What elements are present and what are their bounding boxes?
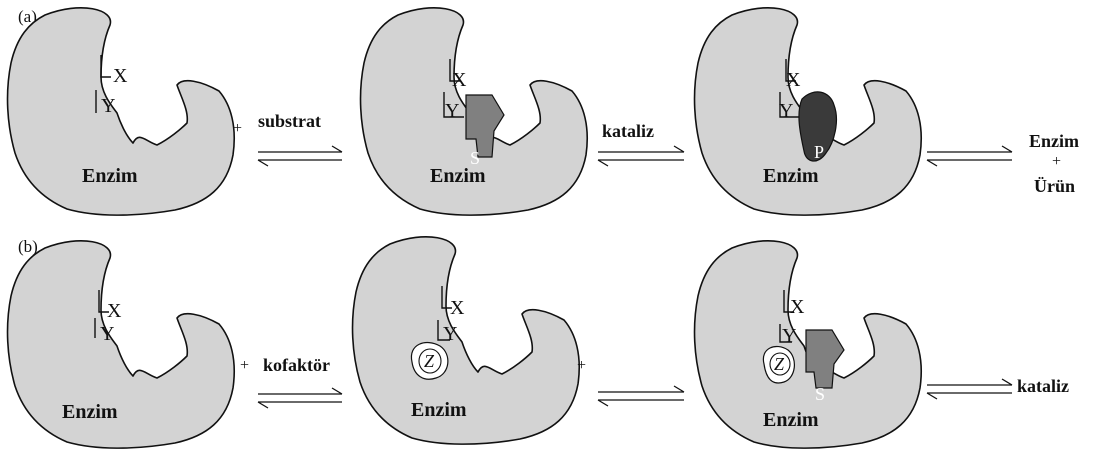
catalysis-label: kataliz: [1017, 376, 1069, 396]
equilibrium-arrow: [598, 386, 684, 406]
result-product-label: Ürün: [1034, 176, 1075, 196]
cofactor-symbol: Z: [424, 351, 435, 371]
cofactor-label: kofaktör: [263, 355, 330, 375]
enzyme-label: Enzim: [411, 399, 467, 421]
plus-sign: +: [233, 120, 242, 137]
group-y-label: Y: [100, 323, 114, 345]
group-x-label: X: [450, 297, 465, 319]
substrate-symbol: S: [815, 384, 825, 404]
result-enzyme-label: Enzim: [1029, 131, 1079, 151]
catalysis-label: kataliz: [602, 121, 654, 141]
equilibrium-arrow: [598, 146, 684, 166]
group-y-label: Y: [782, 325, 796, 347]
group-x-label: X: [107, 300, 122, 322]
panel-label-b: (b): [18, 237, 38, 256]
group-x-label: X: [113, 65, 128, 87]
cofactor-symbol: Z: [774, 354, 785, 374]
group-x-label: X: [790, 296, 805, 318]
group-y-label: Y: [443, 323, 457, 345]
enzyme-label: Enzim: [62, 401, 118, 423]
group-y-label: Y: [445, 100, 459, 122]
enzyme-label: Enzim: [430, 165, 486, 187]
equilibrium-arrow: [258, 146, 342, 166]
product-symbol: P: [814, 142, 824, 162]
enzyme-shape-b1: [8, 241, 235, 448]
substrate-label: substrat: [258, 111, 321, 131]
group-y-label: Y: [101, 95, 115, 117]
group-x-label: X: [452, 69, 467, 91]
plus-sign: +: [240, 357, 249, 374]
equilibrium-arrow: [927, 379, 1012, 399]
group-x-label: X: [786, 69, 801, 91]
result-plus-sign: +: [1052, 153, 1061, 170]
enzyme-label: Enzim: [82, 165, 138, 187]
group-y-label: Y: [779, 100, 793, 122]
enzyme-label: Enzim: [763, 165, 819, 187]
plus-sign: +: [577, 357, 586, 374]
equilibrium-arrow: [927, 146, 1012, 166]
enzyme-label: Enzim: [763, 409, 819, 431]
equilibrium-arrow: [258, 388, 342, 408]
